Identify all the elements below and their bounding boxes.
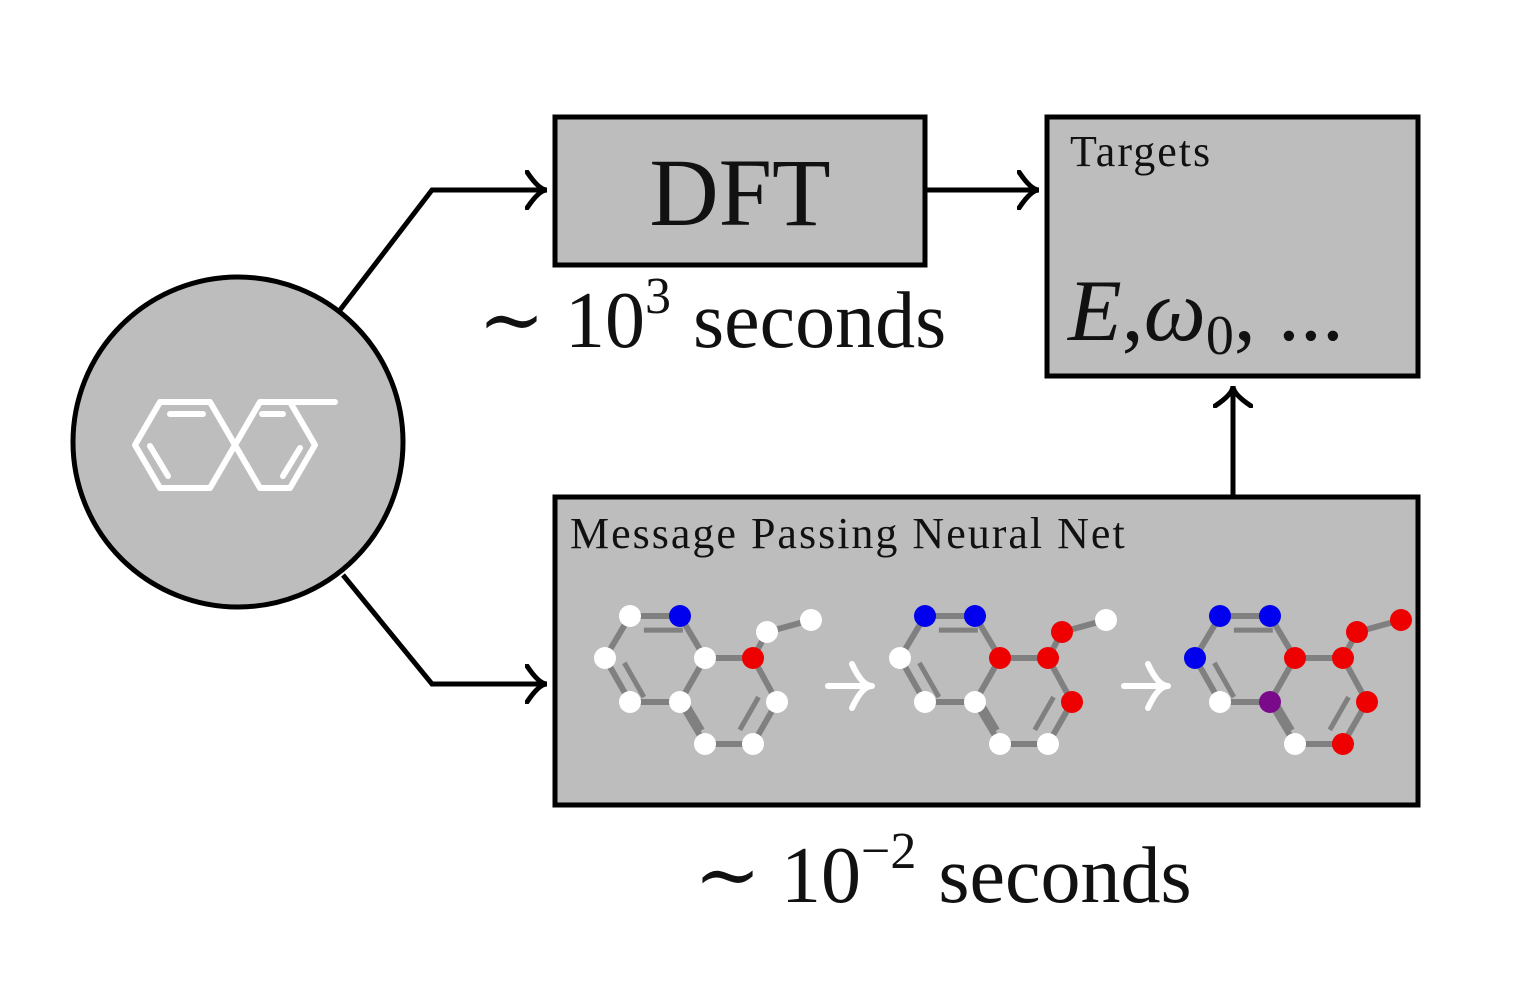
dft-time-prefix: ∼ 10 bbox=[478, 277, 645, 365]
graph-step-1 bbox=[594, 605, 822, 755]
atom-node bbox=[1356, 691, 1378, 713]
double-bond bbox=[975, 661, 1000, 699]
atom-node bbox=[766, 691, 788, 713]
graph-step-3 bbox=[1184, 605, 1412, 755]
targets-ellipsis: , ... bbox=[1234, 263, 1344, 360]
dft-box: DFT bbox=[552, 114, 928, 268]
atom-node bbox=[1051, 621, 1073, 643]
double-bond bbox=[1032, 695, 1056, 732]
atom-node bbox=[914, 691, 936, 713]
atom-node bbox=[619, 605, 641, 627]
targets-formula: E,ω0, ... bbox=[1066, 263, 1344, 367]
graph-step-2 bbox=[889, 605, 1117, 755]
mpnn-time-prefix: ∼ 10 bbox=[694, 832, 861, 920]
atom-node bbox=[964, 605, 986, 627]
atom-node bbox=[1259, 605, 1281, 627]
naphthalene-structure-icon bbox=[132, 399, 338, 491]
step-arrow-2 bbox=[1121, 661, 1171, 711]
atom-node bbox=[800, 609, 822, 631]
message-passing-graphs bbox=[594, 605, 1412, 755]
atom-node bbox=[989, 733, 1011, 755]
dft-label: DFT bbox=[649, 139, 830, 246]
atom-node bbox=[594, 647, 616, 669]
atom-node bbox=[914, 605, 936, 627]
atom-node bbox=[1209, 605, 1231, 627]
atom-node bbox=[619, 691, 641, 713]
atom-node bbox=[669, 691, 691, 713]
mpnn-box: Message Passing Neural Net bbox=[552, 494, 1421, 808]
atom-node bbox=[669, 605, 691, 627]
atom-node bbox=[1346, 621, 1368, 643]
atom-node bbox=[742, 647, 764, 669]
atom-node bbox=[1037, 733, 1059, 755]
omega-symbol: ω bbox=[1144, 263, 1206, 360]
molecule-node bbox=[70, 274, 406, 610]
targets-title: Targets bbox=[1070, 127, 1212, 176]
arrow-to-dft bbox=[338, 190, 545, 312]
dft-time-suffix: seconds bbox=[693, 277, 946, 365]
dft-time-label: ∼ 103 seconds bbox=[478, 268, 946, 365]
mpnn-time-suffix: seconds bbox=[938, 832, 1191, 920]
targets-comma: , bbox=[1122, 263, 1144, 360]
omega-subscript: 0 bbox=[1206, 305, 1234, 367]
atom-node bbox=[1209, 691, 1231, 713]
atom-node bbox=[1061, 691, 1083, 713]
atom-node bbox=[989, 647, 1011, 669]
atom-node bbox=[1284, 647, 1306, 669]
atom-node bbox=[1332, 733, 1354, 755]
double-bond bbox=[1270, 661, 1295, 699]
energy-symbol: E bbox=[1066, 263, 1122, 360]
atom-node bbox=[694, 733, 716, 755]
mpnn-title: Message Passing Neural Net bbox=[570, 509, 1127, 558]
dft-time-exponent: 3 bbox=[645, 268, 671, 325]
atom-node bbox=[1095, 609, 1117, 631]
double-bond bbox=[917, 661, 942, 699]
double-bond bbox=[680, 661, 705, 699]
mpnn-time-exponent: −2 bbox=[861, 823, 916, 880]
mpnn-time-label: ∼ 10−2 seconds bbox=[694, 823, 1192, 920]
atom-node bbox=[1037, 647, 1059, 669]
double-bond bbox=[1212, 661, 1237, 699]
double-bond bbox=[1327, 695, 1351, 732]
targets-box: Targets E,ω0, ... bbox=[1044, 114, 1421, 379]
atom-node bbox=[742, 733, 764, 755]
step-arrow-1 bbox=[825, 661, 875, 711]
arrow-to-mpnn bbox=[341, 573, 545, 684]
atom-node bbox=[1184, 647, 1206, 669]
atom-node bbox=[1332, 647, 1354, 669]
atom-node bbox=[756, 621, 778, 643]
atom-node bbox=[694, 647, 716, 669]
atom-node bbox=[1259, 691, 1281, 713]
double-bond bbox=[737, 695, 761, 732]
atom-node bbox=[889, 647, 911, 669]
atom-node bbox=[964, 691, 986, 713]
double-bond bbox=[622, 661, 647, 699]
atom-node bbox=[1390, 609, 1412, 631]
atom-node bbox=[1284, 733, 1306, 755]
